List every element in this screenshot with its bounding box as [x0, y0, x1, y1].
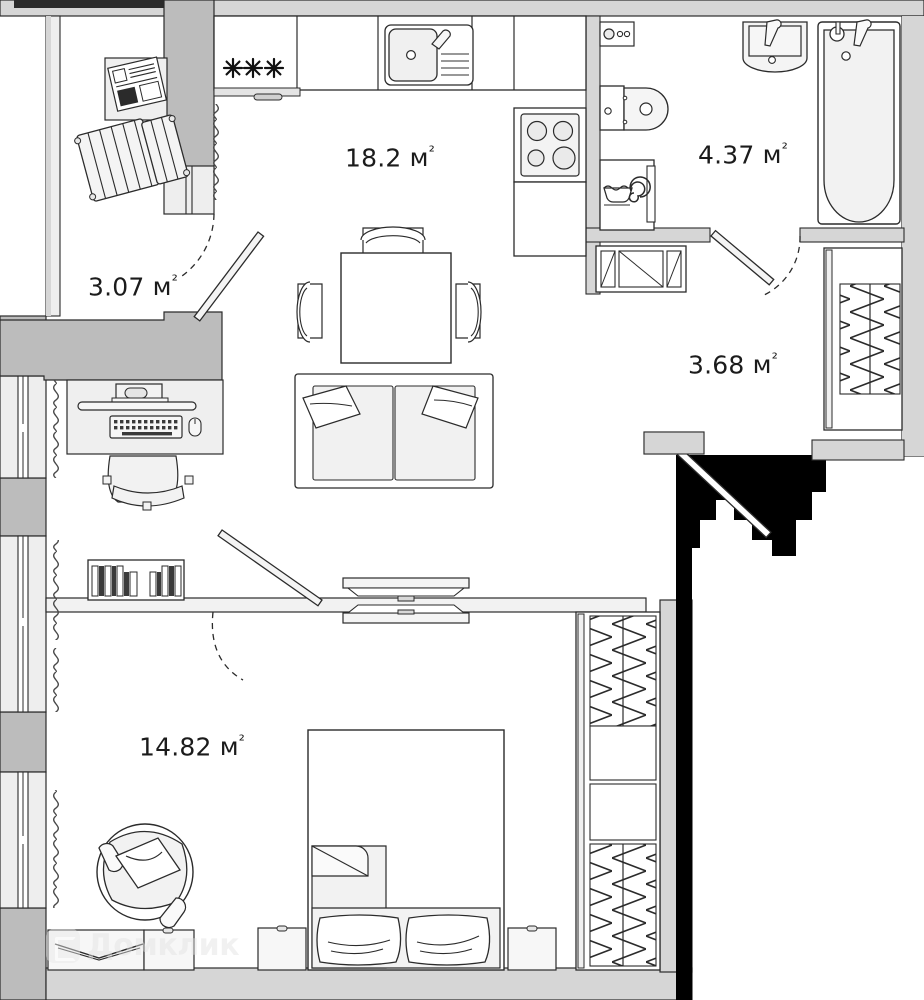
wall-shelf-upper: [342, 577, 470, 602]
nightstand: [507, 925, 557, 971]
sofa-2-seat: [294, 373, 494, 489]
dining-chair-left: [296, 281, 323, 343]
keyboard: [109, 415, 183, 439]
toilet: [599, 85, 669, 131]
area-unit: м²: [219, 732, 246, 762]
wall-shelf-lower: [342, 604, 470, 624]
double-bed: [307, 729, 505, 971]
pillow: [405, 914, 491, 966]
area-label-corridor: 3.68 м²: [688, 350, 778, 379]
area-unit: м²: [409, 143, 435, 173]
bathtub: [817, 19, 901, 225]
area-value: 18.2: [345, 143, 402, 173]
nightstand: [257, 925, 307, 971]
armchair: [96, 823, 194, 929]
boiler-icon: [599, 21, 635, 47]
bedroom-low-cabinet: [47, 927, 195, 971]
kitchen-sink: [384, 24, 474, 86]
hall-door[interactable]: [181, 213, 265, 322]
monitor: [77, 383, 197, 411]
cooktop-4-burner: [513, 107, 587, 257]
newspaper-icon: [107, 56, 168, 112]
bench-seat: [74, 114, 191, 202]
faucet-icon: [431, 29, 451, 50]
dining-set: [296, 226, 482, 364]
entry-table: [104, 56, 168, 121]
washing-machine: [599, 159, 656, 231]
computer-mouse: [188, 417, 202, 437]
washbasin: [742, 19, 808, 73]
area-value: 14.82: [139, 732, 212, 762]
area-unit: м²: [152, 272, 178, 302]
bedroom-door[interactable]: [211, 529, 323, 681]
corridor-wardrobe: [823, 247, 903, 431]
area-label-bedroom: 14.82 м²: [139, 732, 245, 761]
office-chair[interactable]: [102, 455, 194, 511]
area-label-entrance-hall: 3.07 м²: [88, 272, 178, 301]
window-left-bottom: [0, 771, 47, 909]
window-left-lower: [0, 535, 47, 713]
window-left-upper: [0, 375, 47, 479]
bathroom-door[interactable]: [710, 229, 801, 297]
area-unit: м²: [762, 140, 788, 170]
pillow: [316, 914, 402, 966]
area-value: 3.07: [88, 272, 145, 302]
area-label-living-kitchen: 18.2 м²: [345, 143, 435, 172]
area-label-bathroom: 4.37 м²: [698, 140, 788, 169]
area-value: 4.37: [698, 140, 755, 170]
bathroom-cabinet: [595, 245, 687, 293]
dining-chair-right: [455, 281, 482, 343]
bedroom-wardrobe: [575, 611, 661, 971]
workstation: [66, 379, 224, 511]
dining-table: [340, 252, 452, 364]
area-unit: м²: [752, 350, 778, 380]
area-value: 3.68: [688, 350, 745, 380]
refrigerator-icon: [222, 57, 285, 79]
bathroom-fixtures: [595, 19, 901, 297]
curtain-indicators: [50, 104, 226, 908]
bookshelf: [87, 559, 185, 601]
dining-chair-top: [360, 226, 426, 255]
